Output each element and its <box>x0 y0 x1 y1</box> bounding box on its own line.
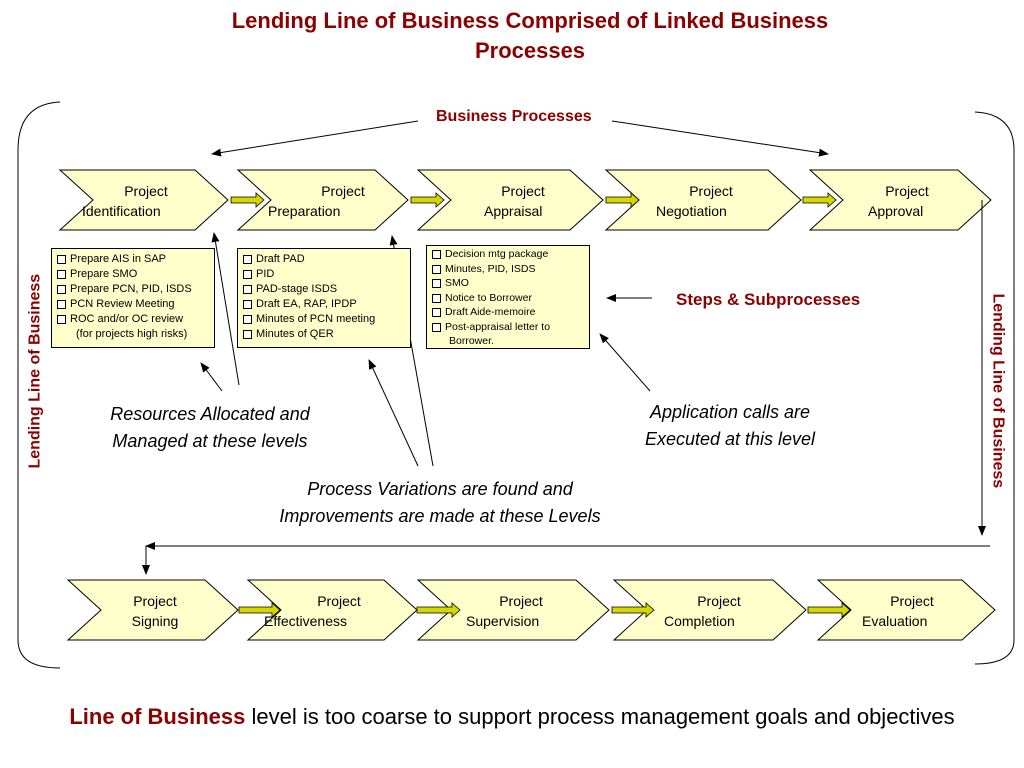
list-item: PID <box>242 267 406 282</box>
chevron-line1: Project <box>885 183 929 199</box>
top-connectors <box>230 192 837 208</box>
resources-line-1: Resources Allocated and <box>110 404 310 424</box>
list-item: Prepare PCN, PID, ISDS <box>56 282 210 297</box>
steps-box-appraisal: Decision mtg package Minutes, PID, ISDS … <box>426 245 590 349</box>
list-item: Draft EA, RAP, IPDP <box>242 297 406 312</box>
chevron-label-appraisal: Project Appraisal <box>478 181 568 221</box>
application-annotation: Application calls are Executed at this l… <box>620 399 840 453</box>
chevron-line2: Approval <box>868 203 924 219</box>
chevron-project-evaluation <box>816 579 996 641</box>
list-item: Draft PAD <box>242 252 406 267</box>
list-item: Post-appraisal letter to <box>431 320 585 335</box>
footer-statement: Line of Business level is too coarse to … <box>0 704 1024 730</box>
chevron-line1: Project <box>133 593 177 609</box>
application-arrow <box>599 333 651 392</box>
list-item: Minutes of PCN meeting <box>242 312 406 327</box>
bp-arrow-left <box>211 120 419 157</box>
resources-annotation: Resources Allocated and Managed at these… <box>90 401 330 455</box>
steps-subprocesses-label: Steps & Subprocesses <box>676 290 861 309</box>
chevron-line2: Completion <box>664 613 735 629</box>
steps-box-preparation: Draft PAD PID PAD-stage ISDS Draft EA, R… <box>237 248 411 348</box>
right-bracket <box>974 111 1015 665</box>
application-line-1: Application calls are <box>649 402 811 422</box>
chevron-label-negotiation: Project Negotiation <box>656 181 766 221</box>
left-bracket <box>17 101 61 669</box>
chevron-project-preparation <box>236 169 409 231</box>
chevron-label-supervision: Project Supervision <box>466 591 576 631</box>
chevron-line1: Project <box>317 593 361 609</box>
chevron-project-effectiveness <box>246 579 418 641</box>
business-processes-label: Business Processes <box>436 108 592 125</box>
chevron-line1: Project <box>499 593 543 609</box>
chevron-label-approval: Project Approval <box>862 181 952 221</box>
chevron-project-signing <box>66 579 239 641</box>
chevron-line2: Identification <box>82 203 161 219</box>
list-item: Notice to Borrower <box>431 291 585 306</box>
resources-line-2: Managed at these levels <box>112 431 308 451</box>
chevron-line2: Effectiveness <box>264 613 348 629</box>
list-item: Draft Aide-memoire <box>431 305 585 320</box>
footer-rest: level is too coarse to support process m… <box>245 704 955 729</box>
resources-arrow-1 <box>200 362 223 392</box>
chevron-label-evaluation: Project Evaluation <box>862 591 962 631</box>
variations-annotation: Process Variations are found and Improve… <box>250 476 630 530</box>
chevron-line1: Project <box>124 183 168 199</box>
title-line-1: Lending Line of Business Comprised of Li… <box>231 8 829 33</box>
list-item: (for projects high risks) <box>76 328 188 340</box>
chevron-project-approval <box>808 169 992 231</box>
chevron-label-effectiveness: Project Effectiveness <box>264 591 394 631</box>
title-line-2: Processes <box>474 38 586 63</box>
chevron-line1: Project <box>697 593 741 609</box>
bp-arrow-right <box>611 120 829 157</box>
right-vertical-label: Lending Line of Business <box>989 293 1007 489</box>
list-item: ROC and/or OC review <box>56 312 210 327</box>
list-item: Decision mtg package <box>431 247 585 262</box>
left-vertical-label: Lending Line of Business <box>26 273 44 469</box>
bottom-connectors <box>238 602 851 618</box>
list-item: SMO <box>431 276 585 291</box>
list-item: Prepare SMO <box>56 267 210 282</box>
chevron-label-preparation: Project Preparation <box>268 181 388 221</box>
chevron-line2: Preparation <box>268 203 341 219</box>
chevron-project-appraisal <box>416 169 604 231</box>
variations-arrow-1 <box>368 359 419 467</box>
list-item: Minutes, PID, ISDS <box>431 262 585 277</box>
list-item: PAD-stage ISDS <box>242 282 406 297</box>
chevron-line2: Evaluation <box>862 613 928 629</box>
chevron-line2: Negotiation <box>656 203 727 219</box>
list-item: PCN Review Meeting <box>56 297 210 312</box>
variations-line-1: Process Variations are found and <box>307 479 573 499</box>
chevron-line2: Supervision <box>466 613 540 629</box>
list-item: Prepare AIS in SAP <box>56 252 210 267</box>
chevron-label-completion: Project Completion <box>664 591 774 631</box>
chevron-line2: Appraisal <box>484 203 543 219</box>
chevron-label-identification: Project Identification <box>82 181 210 221</box>
chevron-line1: Project <box>890 593 934 609</box>
chevron-line2: Signing <box>131 613 179 629</box>
chevron-line1: Project <box>689 183 733 199</box>
chevron-line1: Project <box>501 183 545 199</box>
page-title: Lending Line of Business Comprised of Li… <box>100 6 960 66</box>
footer-bold: Line of Business <box>69 704 246 729</box>
list-item: Minutes of QER <box>242 327 406 342</box>
variations-line-2: Improvements are made at these Levels <box>279 506 601 526</box>
chevron-line1: Project <box>321 183 365 199</box>
chevron-project-identification <box>58 169 229 231</box>
resources-arrow-2 <box>211 232 240 386</box>
application-line-2: Executed at this level <box>644 429 816 449</box>
steps-box-identification: Prepare AIS in SAP Prepare SMO Prepare P… <box>51 248 215 348</box>
chevron-label-signing: Project Signing <box>110 591 200 631</box>
list-item: Borrower. <box>449 335 494 347</box>
